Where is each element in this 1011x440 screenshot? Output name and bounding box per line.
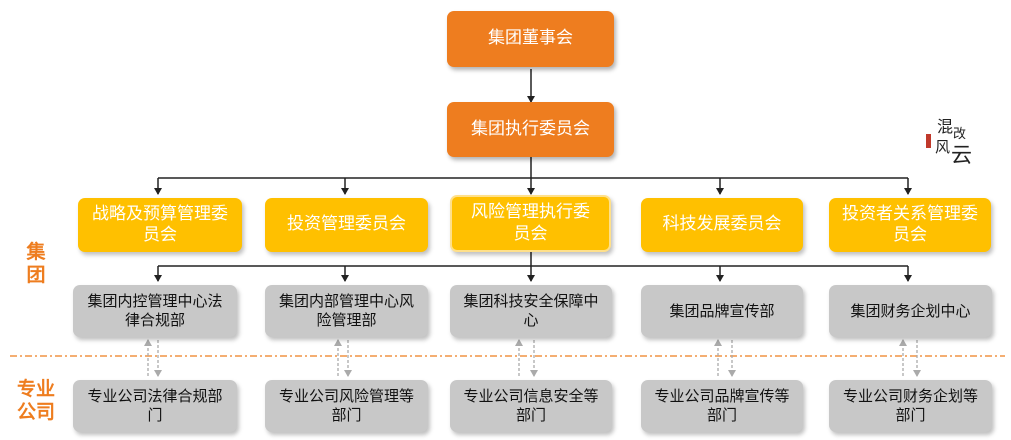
company-department-node: 专业公司财务企划等部门: [829, 380, 992, 432]
seal-logo: 混 改 风 云: [926, 117, 972, 167]
company-department-node: 专业公司信息安全等部门: [450, 380, 612, 432]
group-level-label: 集团: [26, 241, 46, 286]
group-department-node: 集团财务企划中心: [829, 285, 992, 337]
executive-committee-node: 集团执行委员会: [447, 102, 614, 157]
svg-text:改: 改: [953, 127, 966, 142]
committee-node: 战略及预算管理委员会: [78, 198, 242, 252]
company-level-label: 专业公司: [16, 378, 55, 423]
committee-node: 投资管理委员会: [265, 198, 428, 252]
group-department-node: 集团内部管理中心风险管理部: [265, 285, 428, 337]
board-node: 集团董事会: [447, 11, 614, 67]
company-department-node: 专业公司风险管理等部门: [265, 380, 428, 432]
committee-node: 风险管理执行委员会: [450, 195, 611, 252]
dept-link-arrows: [144, 339, 921, 377]
committee-node: 科技发展委员会: [641, 198, 803, 252]
company-department-node: 专业公司法律合规部门: [73, 380, 237, 432]
svg-text:云: 云: [951, 143, 972, 167]
svg-text:风: 风: [935, 138, 950, 156]
company-department-node: 专业公司品牌宣传等部门: [641, 380, 803, 432]
committee-node: 投资者关系管理委员会: [829, 198, 991, 252]
svg-text:混: 混: [937, 117, 953, 136]
group-department-node: 集团内控管理中心法律合规部: [73, 285, 237, 337]
group-department-node: 集团品牌宣传部: [641, 285, 803, 337]
group-department-node: 集团科技安全保障中心: [450, 285, 612, 337]
